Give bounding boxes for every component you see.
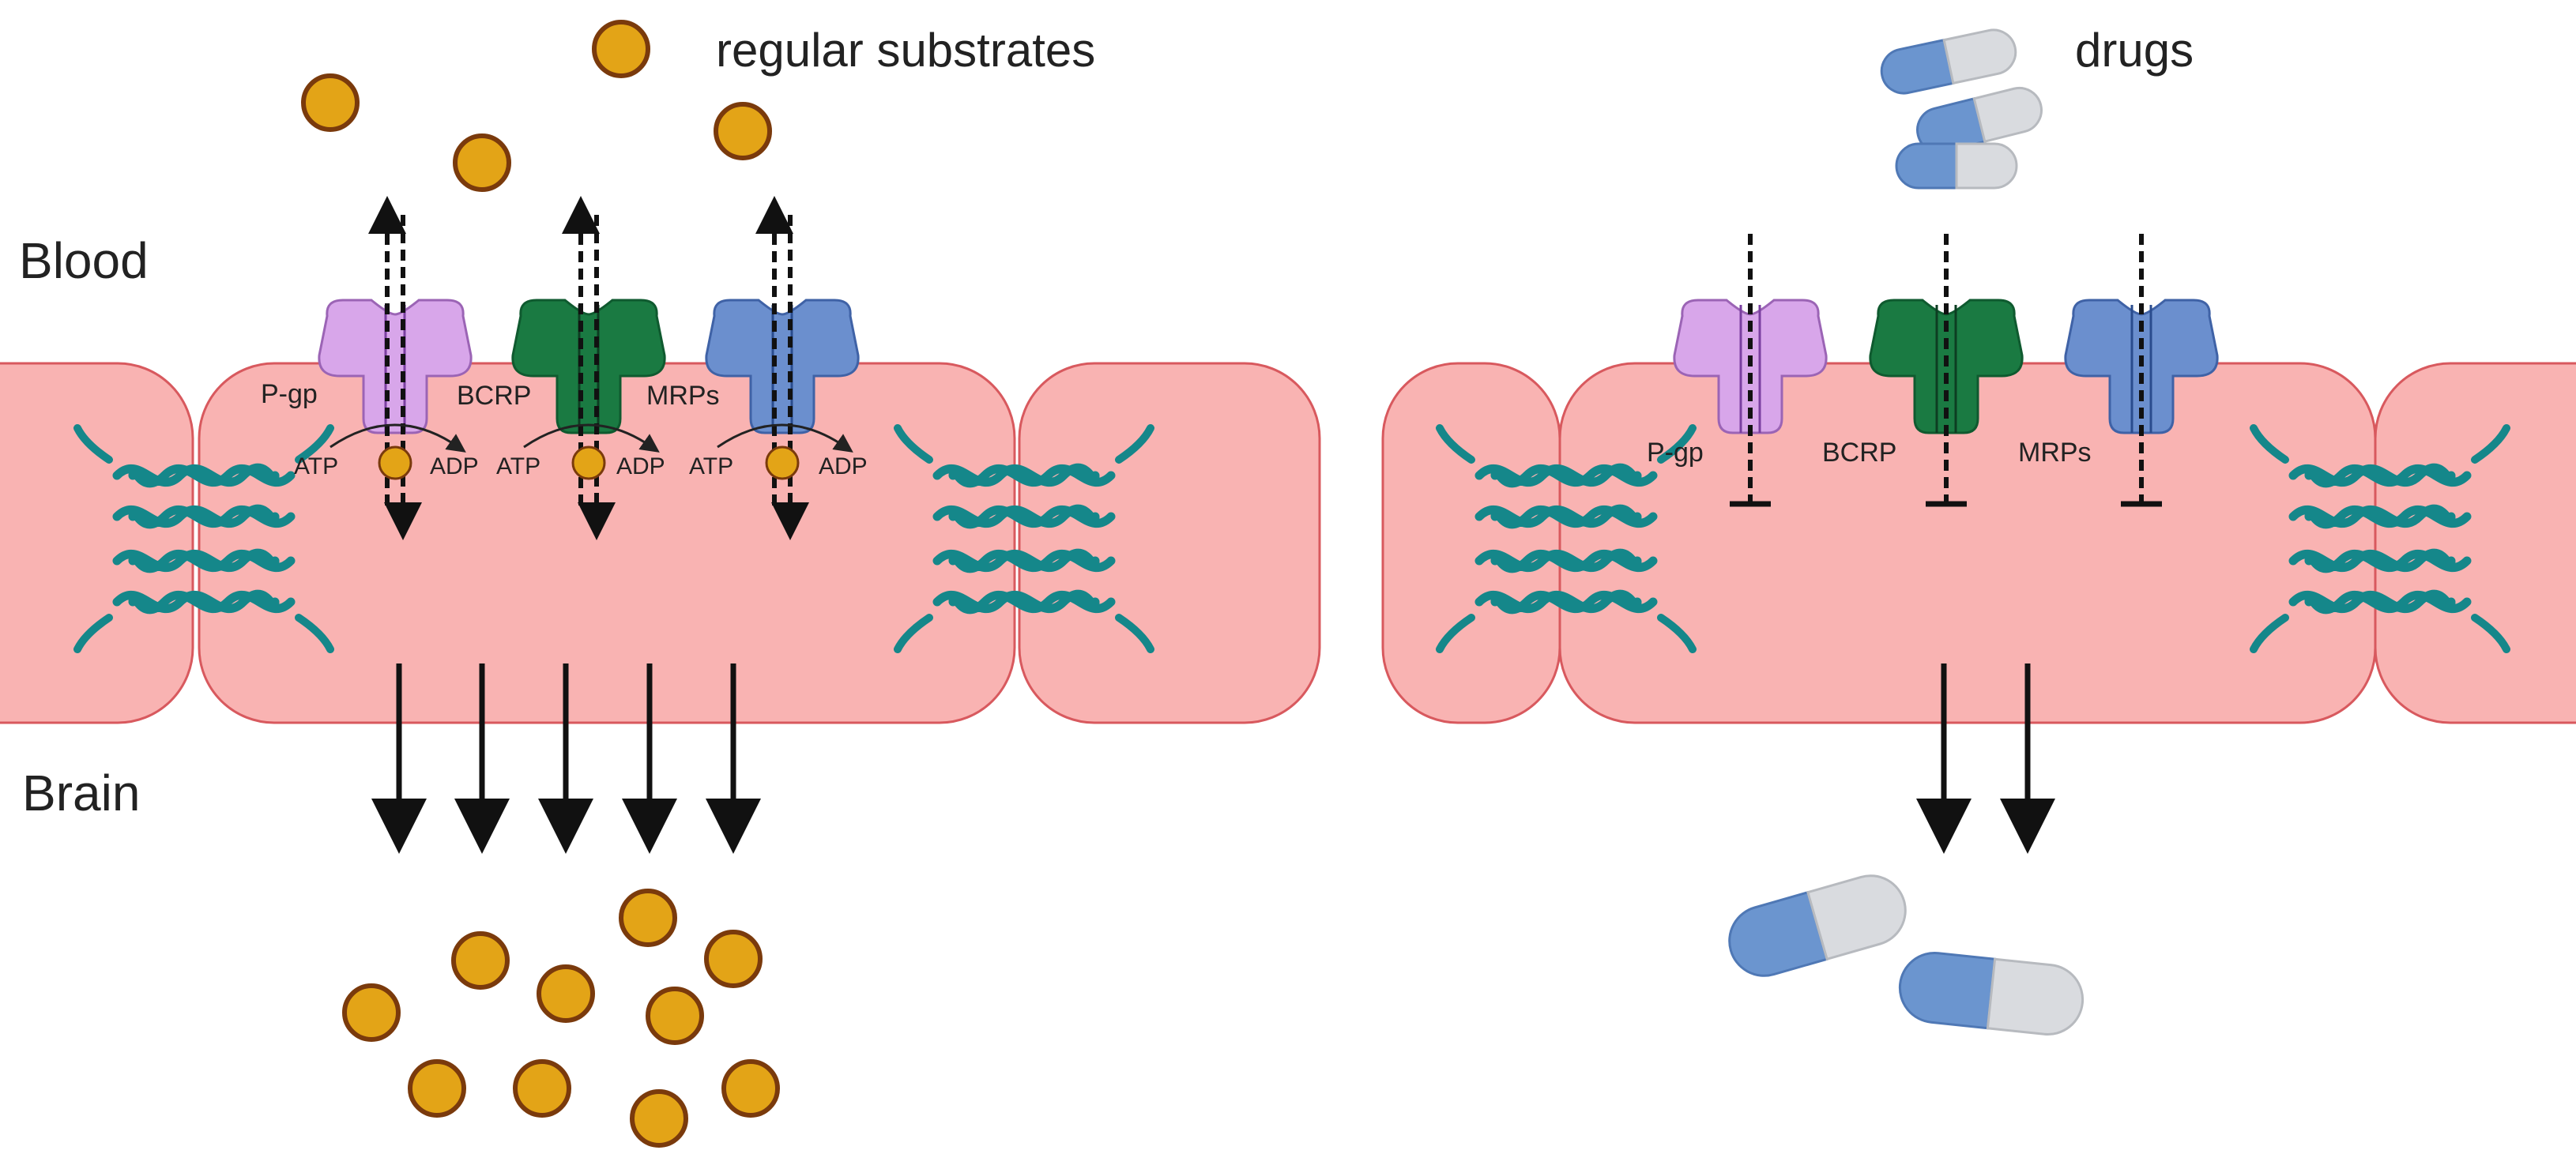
drug-capsule [1898, 951, 2085, 1036]
atp-hydrolysis-arrow [330, 423, 466, 453]
substrate-molecule [408, 1059, 466, 1118]
endothelial-cells-left [0, 362, 1321, 724]
junction-strand [932, 504, 1116, 529]
endothelial-cell [1381, 362, 1561, 724]
efflux-arrows [330, 196, 853, 540]
junction-strand [1474, 589, 1658, 615]
substrate-molecule [714, 102, 772, 160]
substrate-molecule [451, 931, 510, 990]
junction-strand [2288, 463, 2472, 488]
junction-strand [1436, 424, 1697, 653]
left-panel: P-gp BCRP MRPs ATP ADP ATP ADP ATP ADP [0, 20, 1321, 1148]
adp-label: ADP [819, 453, 868, 479]
capsule-half-grey [1972, 86, 2043, 143]
substrate-molecule [646, 987, 704, 1045]
legend-drugs-label: drugs [2075, 24, 2194, 77]
drug-capsule [1895, 142, 2018, 190]
atp-hydrolysis-arrow [523, 423, 660, 453]
endothelial-cell [1018, 362, 1321, 724]
substrate-molecule [721, 1059, 780, 1118]
junction-strand [112, 463, 296, 488]
substrate-molecule [301, 73, 360, 132]
substrate-molecule [592, 20, 650, 78]
junction-strand [2288, 504, 2472, 529]
brain-permeation-arrows-left [371, 663, 761, 854]
junction-strand [2288, 548, 2472, 573]
inhibition-lines [1730, 234, 2162, 507]
transporter-body [705, 299, 860, 434]
junction-strand [1474, 463, 1658, 488]
junction-strand [932, 463, 1116, 488]
junction-strand [112, 589, 296, 615]
tight-junction [894, 424, 1154, 653]
atp-hydrolysis-arrow [717, 423, 853, 453]
pgp-label: P-gp [1647, 438, 1704, 468]
substrate-molecule [704, 930, 763, 988]
capsule-half-blue [1728, 890, 1828, 977]
mrps-label: MRPs [2018, 438, 2092, 468]
brain-permeation-arrows-right [1916, 663, 2055, 854]
endothelial-cells-right [1381, 362, 2576, 724]
atp-label: ATP [496, 453, 540, 479]
substrate-molecules [301, 20, 780, 1148]
junction-strand [932, 548, 1116, 573]
substrate-molecule [342, 983, 401, 1042]
brain-label: Brain [22, 765, 140, 821]
junction-strand [2288, 589, 2472, 615]
bcrp-label: BCRP [457, 381, 531, 411]
junction-strand [932, 589, 1116, 615]
mrps-label: MRPs [646, 381, 720, 411]
junction-strand [112, 548, 296, 573]
capsule-half-blue [1895, 142, 1958, 190]
drug-capsules [1728, 28, 2085, 1036]
substrate-molecule [513, 1059, 571, 1118]
transporter-body [318, 299, 473, 434]
capsule-half-grey [1942, 28, 2017, 85]
adp-label: ADP [616, 453, 665, 479]
bcrp-label: BCRP [1822, 438, 1896, 468]
capsule-half-grey [1806, 874, 1907, 961]
junction-strand [112, 504, 296, 529]
right-panel: P-gp BCRP MRPs [1381, 28, 2576, 1036]
atp-label: ATP [689, 453, 733, 479]
substrate-molecule [765, 445, 800, 480]
substrate-molecule [571, 445, 606, 480]
junction-strand [894, 424, 1154, 653]
substrate-molecule [453, 133, 511, 192]
adp-label: ADP [430, 453, 479, 479]
junction-strand [1474, 504, 1658, 529]
drug-capsule [1916, 86, 2043, 154]
capsule-half-blue [1880, 38, 1955, 95]
substrate-molecule [619, 889, 677, 947]
pgp-label: P-gp [261, 379, 318, 409]
endothelial-cell [0, 362, 194, 724]
junction-strand [2250, 424, 2510, 653]
atp-label: ATP [294, 453, 338, 479]
substrate-molecule [537, 964, 595, 1023]
endothelial-cell [2374, 362, 2576, 724]
capsule-half-grey [1955, 142, 2018, 190]
drug-capsule [1880, 28, 2017, 95]
legend-substrates-label: regular substrates [716, 24, 1095, 77]
junction-strand [1474, 548, 1658, 573]
capsule-half-grey [1986, 957, 2085, 1036]
transporter-body [511, 299, 666, 434]
tight-junction [1436, 424, 1697, 653]
substrate-molecule [630, 1089, 688, 1148]
tight-junction [2250, 424, 2510, 653]
substrate-molecule [378, 445, 412, 480]
drug-capsule [1728, 874, 1907, 977]
blood-label: Blood [19, 232, 149, 289]
capsule-half-blue [1898, 951, 1997, 1030]
tight-junction [73, 424, 334, 653]
junction-strand [73, 424, 334, 653]
